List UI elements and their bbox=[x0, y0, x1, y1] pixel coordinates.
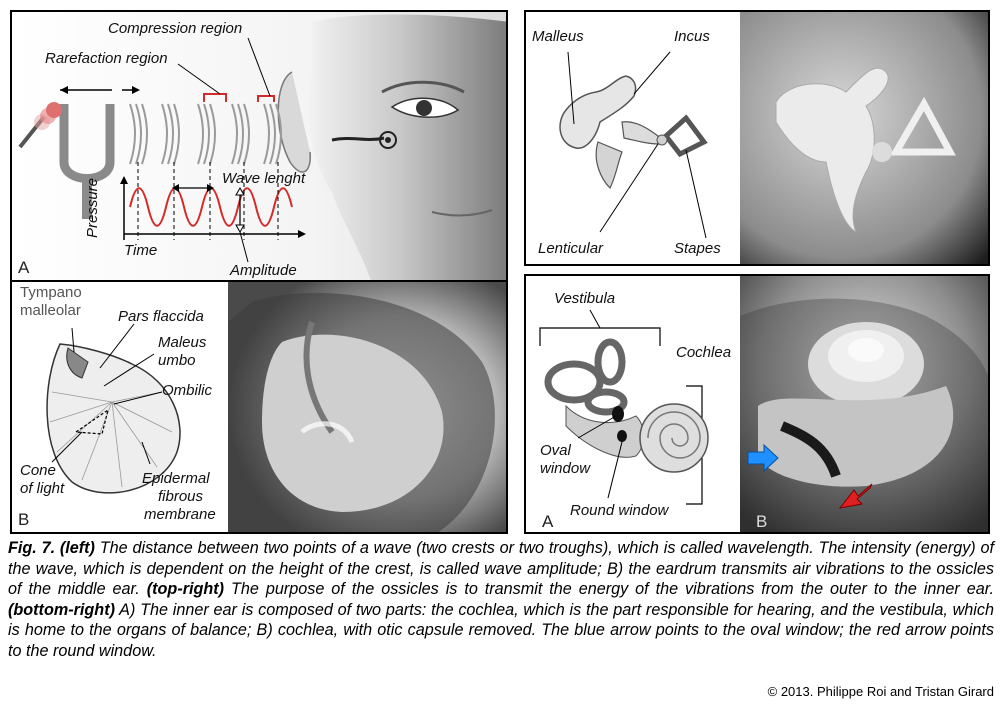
label-rarefaction-region: Rarefaction region bbox=[45, 50, 168, 67]
label-amplitude: Amplitude bbox=[230, 262, 297, 279]
inner-ear-illustration bbox=[526, 276, 988, 532]
figure-caption: Fig. 7. (left) The distance between two … bbox=[8, 538, 994, 662]
label-compression-region: Compression region bbox=[108, 20, 243, 37]
figure-panel-eardrum: Tympano malleolar Pars flaccida Maleus u… bbox=[10, 280, 508, 534]
eardrum-illustration bbox=[12, 282, 506, 532]
label-oval: Oval bbox=[540, 442, 571, 459]
label-vestibula: Vestibula bbox=[554, 290, 616, 307]
caption-fig-number: Fig. 7. bbox=[8, 539, 56, 557]
label-time: Time bbox=[124, 242, 158, 259]
figure-panel-wave: Compression region Rarefaction region Wa… bbox=[10, 10, 508, 282]
label-umbo: umbo bbox=[158, 352, 196, 369]
label-pressure: Pressure bbox=[84, 177, 101, 238]
label-membrane: membrane bbox=[144, 506, 216, 523]
ossicles-illustration bbox=[526, 12, 988, 264]
label-epidermal: Epidermal bbox=[142, 470, 210, 487]
panel-letter-b-inner: B bbox=[756, 512, 768, 531]
copyright-notice: © 2013. Philippe Roi and Tristan Girard bbox=[767, 684, 994, 699]
label-malleolar: malleolar bbox=[20, 302, 81, 319]
label-maleus: Maleus bbox=[158, 334, 207, 351]
figure-panel-ossicles: Malleus Incus Lenticular Stapes bbox=[524, 10, 990, 266]
wave-illustration bbox=[12, 12, 506, 280]
label-ombilic: Ombilic bbox=[162, 382, 213, 399]
panel-letter-a: A bbox=[18, 258, 30, 277]
label-malleus: Malleus bbox=[532, 28, 584, 45]
panel-letter-b: B bbox=[18, 510, 30, 529]
caption-left-tag: (left) bbox=[59, 539, 95, 557]
label-wave-length: Wave lenght bbox=[222, 170, 306, 187]
caption-topright-tag: (top-right) bbox=[146, 580, 225, 599]
caption-bottomright-text: A) The inner ear is composed of two part… bbox=[8, 600, 994, 660]
label-of-light: of light bbox=[20, 480, 65, 497]
label-cone: Cone bbox=[20, 462, 56, 479]
caption-left-text: The distance between two points of a wav… bbox=[8, 539, 994, 599]
label-pars-flaccida: Pars flaccida bbox=[118, 308, 204, 325]
label-tympano: Tympano bbox=[20, 284, 82, 301]
figure-panel-inner-ear: Vestibula Cochlea Oval window Round wind… bbox=[524, 274, 990, 534]
label-window: window bbox=[540, 460, 591, 477]
label-stapes: Stapes bbox=[674, 240, 721, 257]
label-fibrous: fibrous bbox=[158, 488, 204, 505]
label-round-window: Round window bbox=[570, 502, 669, 519]
caption-topright-text: The purpose of the ossicles is to transm… bbox=[231, 580, 994, 599]
caption-bottomright-tag: (bottom-right) bbox=[8, 600, 115, 619]
label-cochlea: Cochlea bbox=[676, 344, 732, 361]
label-lenticular: Lenticular bbox=[538, 240, 604, 257]
label-incus: Incus bbox=[674, 28, 710, 45]
panel-letter-a-inner: A bbox=[542, 512, 554, 531]
